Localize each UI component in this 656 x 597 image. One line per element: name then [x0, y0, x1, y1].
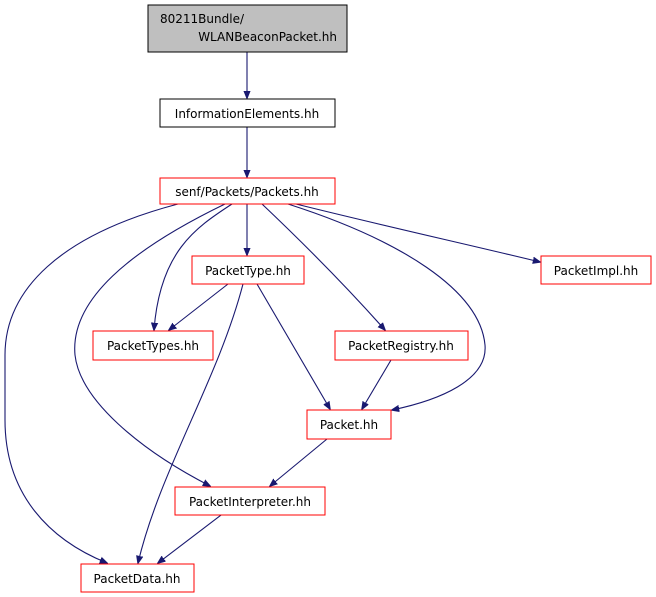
- node-wlanbeaconpacket: 80211Bundle/ WLANBeaconPacket.hh: [147, 4, 348, 53]
- node-packettypes[interactable]: PacketTypes.hh: [92, 330, 214, 361]
- node-label: PacketData.hh: [94, 572, 181, 586]
- node-label: PacketRegistry.hh: [348, 339, 454, 353]
- node-box: [159, 98, 336, 128]
- edge-packetregistry-to-packet: [362, 359, 392, 409]
- node-label: PacketImpl.hh: [554, 264, 638, 278]
- node-label: Packet.hh: [320, 418, 378, 432]
- edge-packetinterpreter-to-packetdata: [158, 514, 222, 563]
- node-box: [80, 563, 195, 593]
- edge-packettype-to-packetdata: [138, 283, 244, 563]
- edge-packet-to-packetinterpreter: [270, 438, 328, 486]
- edges: [4, 52, 540, 563]
- node-box: [159, 177, 336, 205]
- node-label: InformationElements.hh: [175, 107, 319, 121]
- node-box: [92, 330, 214, 361]
- node-label: PacketType.hh: [205, 264, 291, 278]
- node-label: PacketInterpreter.hh: [189, 495, 311, 509]
- node-informationelements[interactable]: InformationElements.hh: [159, 98, 336, 128]
- node-label: senf/Packets/Packets.hh: [175, 185, 319, 199]
- node-border: [147, 4, 348, 53]
- edge-packets-to-packetregistry: [261, 203, 385, 330]
- node-packetimpl[interactable]: PacketImpl.hh: [540, 255, 652, 285]
- edge-packets-to-packet: [287, 203, 486, 410]
- node-senf-packets-packets[interactable]: senf/Packets/Packets.hh: [159, 177, 336, 205]
- node-label-line-2: WLANBeaconPacket.hh: [198, 30, 337, 44]
- edge-packettype-to-packettypes: [169, 283, 229, 330]
- edge-packets-to-packetinterpreter: [74, 203, 226, 486]
- edge-packets-to-packettypes: [154, 203, 233, 330]
- node-box: [540, 255, 652, 285]
- node-box: [191, 255, 305, 285]
- node-box: [148, 5, 347, 52]
- edge-packets-to-packetdata: [4, 203, 179, 563]
- node-packetdata[interactable]: PacketData.hh: [80, 563, 195, 593]
- node-packetinterpreter[interactable]: PacketInterpreter.hh: [174, 486, 326, 516]
- node-box: [306, 409, 392, 440]
- edge-packets-to-packetimpl: [295, 203, 540, 262]
- node-box: [334, 330, 469, 361]
- node-box: [174, 486, 326, 516]
- node-packettype[interactable]: PacketType.hh: [191, 255, 305, 285]
- edge-packettype-to-packet: [256, 283, 330, 409]
- node-label-line-1: 80211Bundle/: [160, 12, 245, 26]
- node-label: PacketTypes.hh: [107, 339, 199, 353]
- node-packet[interactable]: Packet.hh: [306, 409, 392, 440]
- node-packetregistry[interactable]: PacketRegistry.hh: [334, 330, 469, 361]
